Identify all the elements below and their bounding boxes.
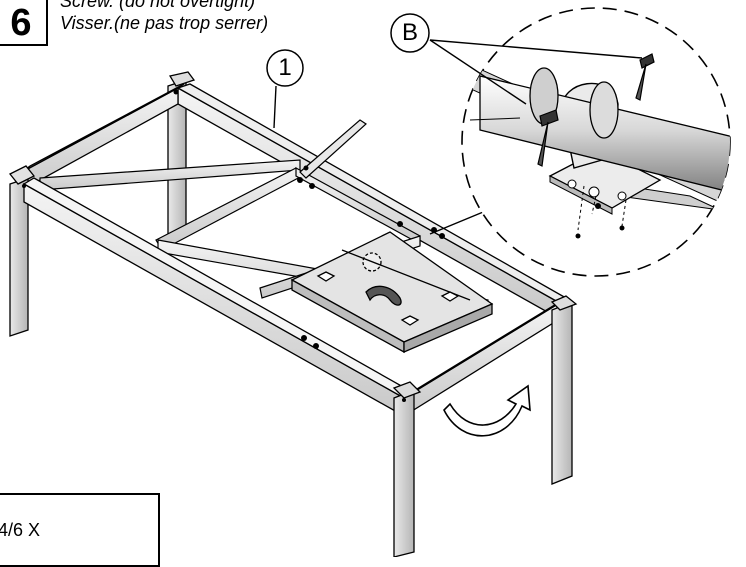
hardware-quantity-label: 4/6 X xyxy=(0,520,41,540)
extension-leaf xyxy=(290,231,494,354)
leg-back-right xyxy=(550,295,578,485)
rail-left xyxy=(21,83,185,192)
step-number: 6 xyxy=(10,2,32,44)
callout-b-circle xyxy=(390,13,430,53)
callout-1-leader xyxy=(273,85,277,129)
rotate-arrow-icon xyxy=(443,384,531,437)
hardware-box: 4/6 X xyxy=(0,493,160,567)
callout-hardware-b-label: B xyxy=(401,19,418,46)
instruction-french: Visser.(ne pas trop serrer) xyxy=(60,13,269,33)
detail-leader-line xyxy=(429,209,489,235)
leg-front-left xyxy=(8,165,36,337)
step-number-box: 6 xyxy=(0,0,48,46)
leg-front-right xyxy=(392,381,422,557)
detail-circle xyxy=(461,7,731,277)
callout-b-leaders xyxy=(429,39,643,105)
rail-fasteners xyxy=(22,89,445,402)
callout-1-circle xyxy=(266,49,304,87)
callout-part-1-label: 1 xyxy=(278,54,292,81)
instruction-english: Screw. (do not overtight) xyxy=(60,0,256,11)
